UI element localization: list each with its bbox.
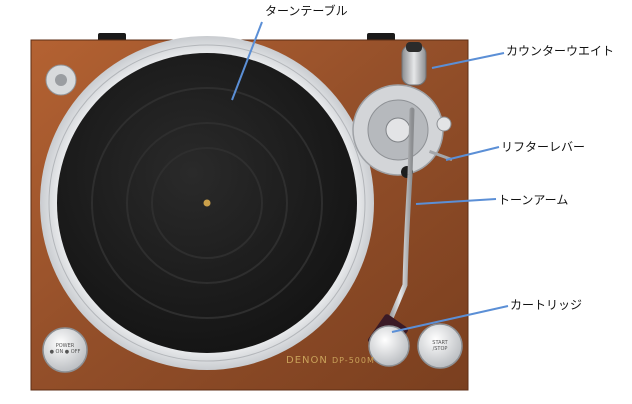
spindle <box>203 199 211 207</box>
callout-cartridge: カートリッジ <box>510 298 583 312</box>
power-label: POWER ● ON ● OFF <box>49 343 81 355</box>
callout-line-lifter <box>445 146 500 161</box>
power-button[interactable] <box>42 327 88 373</box>
mat-ring-3 <box>151 147 263 259</box>
callout-counterweight: カウンターウエイト <box>506 44 615 58</box>
tonearm-pivot <box>385 117 411 143</box>
mat-ring-1 <box>91 87 323 319</box>
callout-line-counterweight <box>431 52 505 69</box>
anti-skate-knob <box>436 116 452 132</box>
brand-logo: DENON <box>286 355 328 366</box>
callout-line-turntable <box>231 21 263 101</box>
start-stop-button[interactable] <box>417 323 463 369</box>
tonearm-tube <box>385 107 415 328</box>
mat-ring-2 <box>126 122 288 284</box>
callout-tonearm: トーンアーム <box>498 193 569 207</box>
adapter-hole <box>55 74 67 86</box>
platter-rim-edge <box>48 44 366 362</box>
callout-turntable: ターンテーブル <box>265 4 348 18</box>
start-stop-label: START /STOP <box>432 340 448 352</box>
lifter-lever <box>428 150 453 162</box>
callout-line-cartridge <box>391 305 509 333</box>
plinth-edge <box>30 39 469 391</box>
speed-button[interactable] <box>368 325 410 367</box>
callout-lifter: リフターレバー <box>501 140 586 154</box>
callout-line-tonearm <box>415 198 497 205</box>
counterweight-cap <box>406 42 422 52</box>
model-label: DP-500M <box>332 356 375 365</box>
